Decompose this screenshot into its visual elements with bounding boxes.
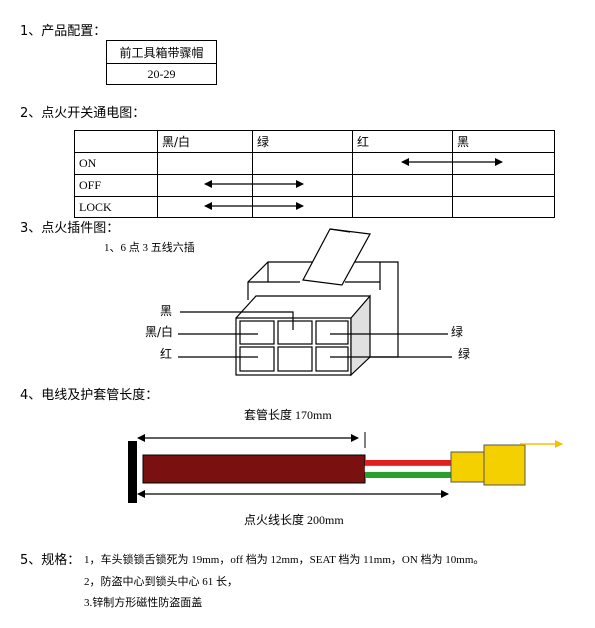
- section-5-prefix: 5、规格：: [20, 553, 81, 568]
- section-4-title: 4、电线及护套管长度：: [20, 388, 159, 403]
- connector-label-green-bottom: 绿: [458, 347, 471, 361]
- config-table-value: 20-29: [106, 63, 217, 85]
- section-2-title: 2、点火开关通电图：: [20, 106, 146, 121]
- spec-line-3: 3.锌制方形磁性防盗面盖: [84, 597, 203, 609]
- connector-label-green-top: 绿: [451, 325, 464, 339]
- sleeve-length-label: 套管长度 170mm: [244, 408, 332, 422]
- connector-label-black-white: 黑/白: [145, 325, 174, 339]
- cable-drawing: [128, 432, 563, 503]
- section-3-title: 3、点火插件图：: [20, 221, 120, 236]
- section-1-title: 1、产品配置：: [20, 24, 107, 39]
- connector-label-red: 红: [160, 347, 173, 361]
- spec-line-2: 2，防盗中心到锁头中心 61 长，: [84, 576, 238, 588]
- connector-label-black: 黑: [160, 304, 173, 318]
- wire-length-label: 点火线长度 200mm: [244, 513, 344, 527]
- connector-subtitle: 1、6 点 3 五线六插: [104, 242, 195, 254]
- connector-drawing: [178, 228, 452, 377]
- spec-line-1: 1，车头锁锁舌锁死为 19mm，off 档为 12mm，SEAT 档为 11mm…: [84, 554, 485, 566]
- switch-cell: [452, 196, 555, 218]
